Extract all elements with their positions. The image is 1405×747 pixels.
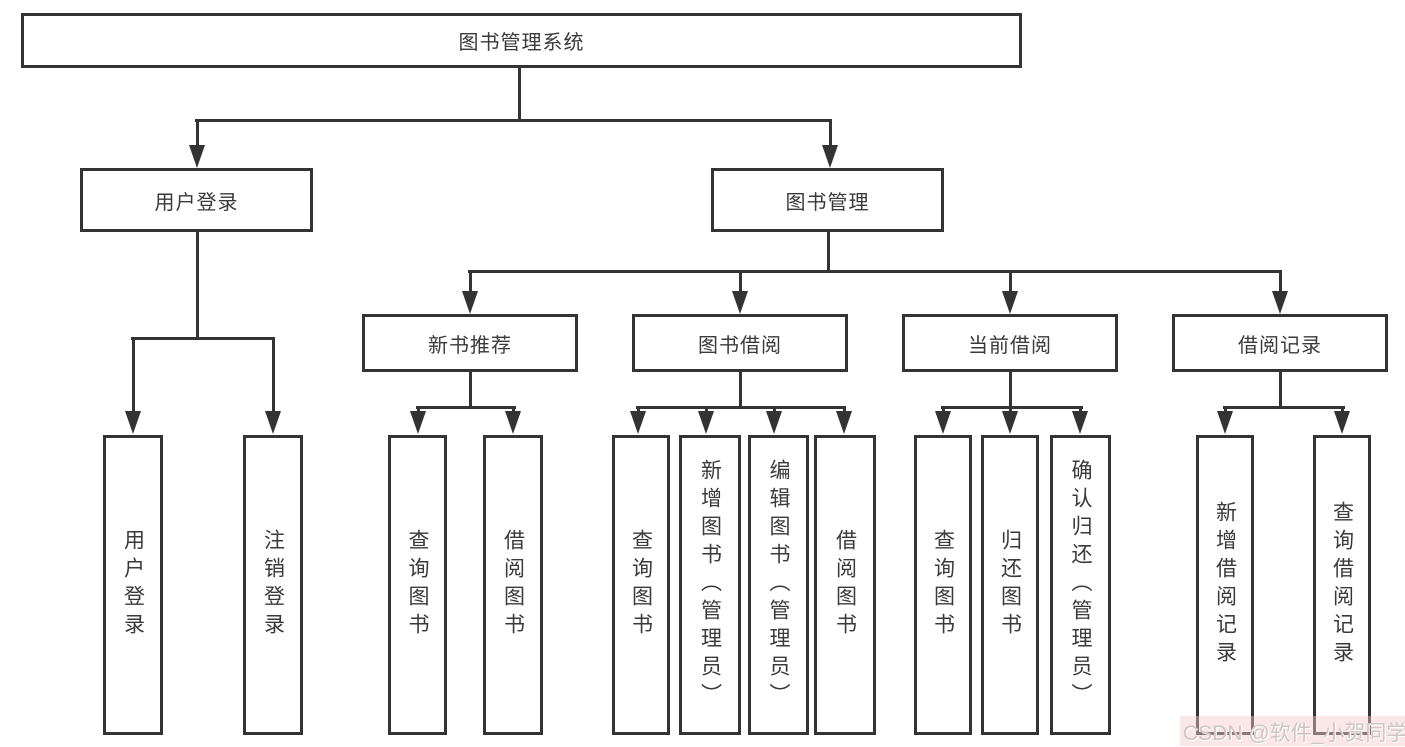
node-current-borrowing: 当前借阅 [902,314,1118,372]
leaf-query-books-borrow: 查询图书 [612,435,670,735]
connector-line [636,406,846,409]
connector-line [195,119,832,122]
leaf-label: 确认归还（管理员） [1069,459,1092,711]
connector-line [705,406,708,415]
leaf-query-borrow-record: 查询借阅记录 [1313,435,1371,735]
leaf-borrow-books-recommend: 借阅图书 [483,435,543,735]
leaf-label: 新增图书（管理员） [698,459,722,711]
node-book-management-system: 图书管理系统 [21,13,1022,68]
leaf-label: 新增借阅记录 [1213,501,1237,669]
leaf-label: 借阅图书 [833,529,857,641]
arrowhead-down [822,145,838,168]
connector-line [512,406,515,415]
leaf-confirm-return-admin: 确认归还（管理员） [1050,435,1111,735]
arrowhead-down [836,411,852,434]
leaf-borrow-books: 借阅图书 [814,435,876,735]
leaf-label: 编辑图书（管理员） [767,459,790,711]
arrowhead-down [462,291,478,314]
leaf-label: 查询图书 [931,529,955,641]
node-label: 新书推荐 [428,334,512,357]
connector-line [1224,406,1227,415]
connector-line [1009,406,1012,415]
connector-line [1009,372,1012,408]
connector-line [132,337,135,413]
leaf-add-borrow-record: 新增借阅记录 [1196,435,1254,735]
csdn-watermark: CSDN @软件_小贺同学 [1183,722,1405,745]
leaf-logout: 注销登录 [243,435,303,735]
node-book-management: 图书管理 [711,168,944,232]
leaf-label: 借阅图书 [501,529,525,641]
arrowhead-down [410,411,426,434]
arrowhead-down [1334,411,1350,434]
node-user-login: 用户登录 [80,168,313,232]
connector-line [827,232,830,273]
connector-line [1279,372,1282,408]
arrowhead-down [1002,411,1018,434]
connector-line [196,119,199,148]
leaf-query-books-current: 查询图书 [914,435,972,735]
node-borrowing-records: 借阅记录 [1172,314,1388,372]
connector-line [1341,406,1344,415]
leaf-label: 查询借阅记录 [1330,501,1354,669]
node-book-borrowing: 图书借阅 [632,314,848,372]
leaf-return-books: 归还图书 [981,435,1039,735]
leaf-label: 查询图书 [406,529,429,641]
arrowhead-down [1072,411,1088,434]
leaf-edit-books-admin: 编辑图书（管理员） [748,435,809,735]
connector-line [1079,406,1082,415]
leaf-label: 用户登录 [121,529,145,641]
node-label: 用户登录 [154,191,239,214]
arrowhead-down [698,411,714,434]
node-label: 图书借阅 [698,334,782,357]
connector-line [469,372,472,408]
connector-line [1009,270,1012,294]
node-label: 图书管理系统 [458,32,585,54]
leaf-user-login: 用户登录 [103,435,163,735]
arrowhead-down [935,411,951,434]
connector-line [773,406,776,415]
arrowhead-down [1002,291,1018,314]
arrowhead-down [630,411,646,434]
connector-line [417,406,420,415]
node-label: 当前借阅 [968,334,1052,357]
arrowhead-down [189,145,205,168]
arrowhead-down [125,411,141,434]
connector-line [637,406,640,415]
connector-line [942,406,945,415]
arrowhead-down [265,411,281,434]
connector-line [739,372,742,408]
leaf-query-books-recommend: 查询图书 [388,435,447,735]
node-label: 图书管理 [785,191,870,214]
connector-line [468,270,1282,273]
connector-line [131,337,274,340]
arrowhead-down [1217,411,1233,434]
connector-line [469,270,472,294]
connector-line [843,406,846,415]
watermark-highlight [1180,716,1405,746]
leaf-label: 归还图书 [998,529,1022,641]
node-new-book-recommendation: 新书推荐 [362,314,578,372]
arrowhead-down [1272,291,1288,314]
connector-line [941,406,1083,409]
leaf-label: 注销登录 [261,529,285,641]
leaf-add-books-admin: 新增图书（管理员） [679,435,741,735]
arrowhead-down [766,411,782,434]
connector-line [518,68,521,121]
connector-line [1223,406,1345,409]
connector-line [196,232,199,339]
connector-line [829,119,832,148]
connector-line [272,337,275,413]
connector-line [416,406,516,409]
leaf-label: 查询图书 [629,529,653,641]
arrowhead-down [505,411,521,434]
node-label: 借阅记录 [1238,334,1322,357]
arrowhead-down [732,291,748,314]
connector-line [1279,270,1282,294]
connector-line [739,270,742,294]
